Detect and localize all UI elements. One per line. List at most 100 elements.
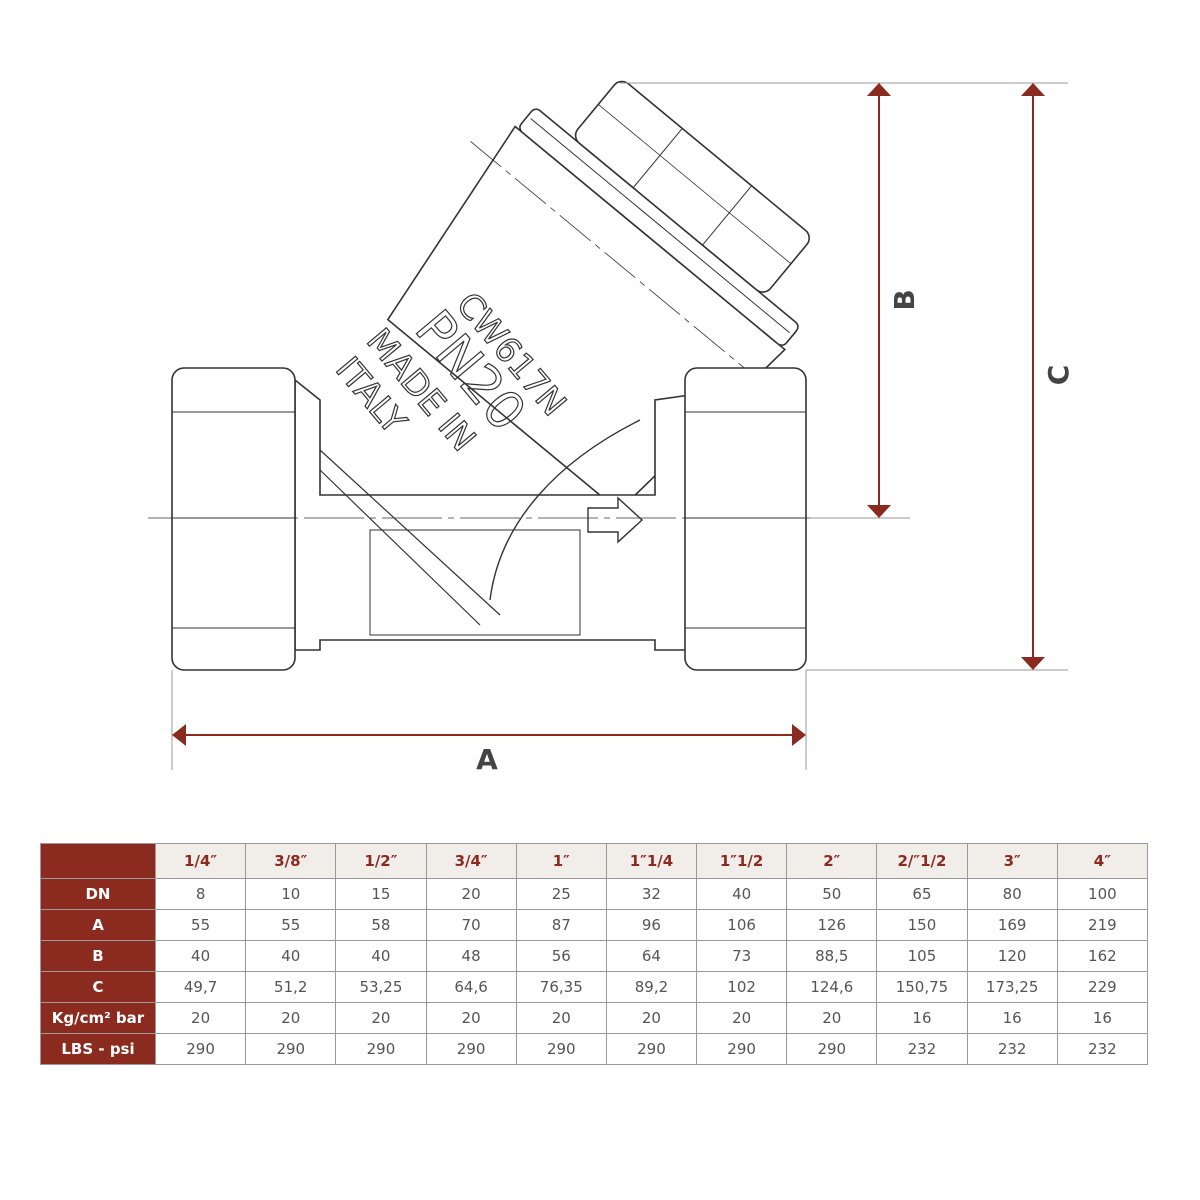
table-cell: 290 [245, 1033, 337, 1065]
table-cell: 50 [786, 878, 878, 910]
table-cell: 80 [966, 878, 1058, 910]
size-header-cell: 1/2″ [335, 843, 427, 879]
size-header-cell: 1″1/4 [605, 843, 698, 879]
table-cell: 55 [245, 909, 337, 941]
size-header-cell: 3/8″ [245, 843, 337, 879]
table-cell: 219 [1056, 909, 1149, 941]
table-cell: 290 [786, 1033, 878, 1065]
row-label: A [40, 909, 156, 941]
table-cell: 169 [966, 909, 1058, 941]
size-header-cell: 2″ [786, 843, 878, 879]
table-cell: 232 [1056, 1033, 1149, 1065]
table-cell: 40 [245, 940, 337, 972]
size-header-cell: 2/″1/2 [876, 843, 968, 879]
dimension-b [867, 83, 891, 518]
dimension-c [1021, 83, 1045, 670]
left-hex-end [171, 367, 296, 671]
table-cell: 229 [1056, 971, 1149, 1003]
dimension-label-b: B [888, 289, 921, 310]
table-cell: 232 [876, 1033, 968, 1065]
table-cell: 290 [515, 1033, 607, 1065]
dimension-a [172, 724, 806, 746]
table-cell: 58 [335, 909, 427, 941]
table-cell: 96 [605, 909, 698, 941]
table-cell: 120 [966, 940, 1058, 972]
table-cell: 290 [696, 1033, 788, 1065]
table-cell: 162 [1056, 940, 1149, 972]
table-cell: 290 [605, 1033, 698, 1065]
table-cell: 173,25 [966, 971, 1058, 1003]
size-header-cell: 3/4″ [425, 843, 517, 879]
table-cell: 64 [605, 940, 698, 972]
table-cell: 20 [605, 1002, 698, 1034]
row-label: B [40, 940, 156, 972]
table-cell: 124,6 [786, 971, 878, 1003]
table-cell: 15 [335, 878, 427, 910]
table-cell: 49,7 [154, 971, 247, 1003]
table-cell: 20 [786, 1002, 878, 1034]
table-cell: 20 [335, 1002, 427, 1034]
dimension-label-a: A [476, 743, 498, 776]
table-cell: 16 [966, 1002, 1058, 1034]
table-cell: 100 [1056, 878, 1149, 910]
row-label: C [40, 971, 156, 1003]
table-cell: 53,25 [335, 971, 427, 1003]
table-cell: 25 [515, 878, 607, 910]
table-cell: 102 [696, 971, 788, 1003]
table-cell: 20 [425, 1002, 517, 1034]
size-header-cell: 1″ [515, 843, 607, 879]
table-cell: 16 [876, 1002, 968, 1034]
table-cell: 70 [425, 909, 517, 941]
table-cell: 65 [876, 878, 968, 910]
table-cell: 150 [876, 909, 968, 941]
table-cell: 88,5 [786, 940, 878, 972]
table-cell: 16 [1056, 1002, 1149, 1034]
size-header-cell: 1″1/2 [696, 843, 788, 879]
table-cell: 32 [605, 878, 698, 910]
table-cell: 290 [154, 1033, 247, 1065]
table-cell: 48 [425, 940, 517, 972]
table-cell: 10 [245, 878, 337, 910]
table-cell: 290 [335, 1033, 427, 1065]
table-cell: 20 [696, 1002, 788, 1034]
table-cell: 40 [154, 940, 247, 972]
row-label: Kg/cm² bar [40, 1002, 156, 1034]
row-label: LBS - psi [40, 1033, 156, 1065]
table-cell: 290 [425, 1033, 517, 1065]
table-cell: 105 [876, 940, 968, 972]
corner-cell [40, 843, 156, 879]
table-cell: 150,75 [876, 971, 968, 1003]
table-cell: 40 [696, 878, 788, 910]
flow-arrow-icon [587, 496, 644, 544]
table-cell: 64,6 [425, 971, 517, 1003]
table-cell: 20 [515, 1002, 607, 1034]
row-label: DN [40, 878, 156, 910]
size-header-cell: 4″ [1056, 843, 1149, 879]
y-strainer-drawing: CW617N PN20 MADE IN ITALY A B C [148, 80, 1075, 776]
table-cell: 76,35 [515, 971, 607, 1003]
table-cell: 126 [786, 909, 878, 941]
table-cell: 20 [154, 1002, 247, 1034]
size-header-cell: 1/4″ [154, 843, 247, 879]
right-hex-end [684, 367, 807, 671]
size-header-cell: 3″ [966, 843, 1058, 879]
table-cell: 89,2 [605, 971, 698, 1003]
table-cell: 8 [154, 878, 247, 910]
table-cell: 40 [335, 940, 427, 972]
table-cell: 56 [515, 940, 607, 972]
table-cell: 106 [696, 909, 788, 941]
table-cell: 51,2 [245, 971, 337, 1003]
table-cell: 20 [245, 1002, 337, 1034]
table-cell: 55 [154, 909, 247, 941]
dimension-label-c: C [1042, 365, 1075, 386]
table-cell: 232 [966, 1033, 1058, 1065]
table-cell: 20 [425, 878, 517, 910]
